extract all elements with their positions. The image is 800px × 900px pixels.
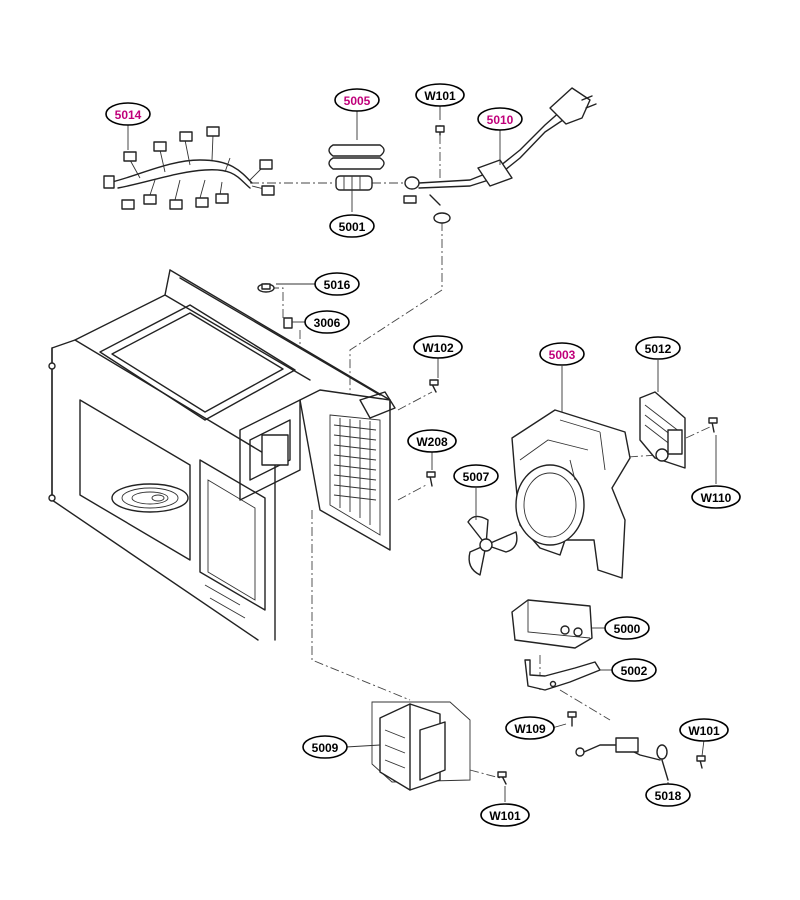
- part-label-oval: [334, 88, 380, 112]
- vent-grid: [333, 418, 377, 525]
- part-label-5003: 5003: [539, 342, 585, 366]
- part-label-5001: 5001: [329, 214, 375, 238]
- screws: [426, 379, 718, 785]
- part-label-oval: [679, 718, 729, 742]
- part-label-text: 5000: [614, 622, 641, 636]
- part-label-5009: 5009: [302, 735, 348, 759]
- part-label-text: 5012: [645, 342, 672, 356]
- part-label-oval: [304, 310, 350, 334]
- part-label-W208: W208: [407, 429, 457, 453]
- part-label-text: 5009: [312, 741, 339, 755]
- part-label-oval: [604, 616, 650, 640]
- part-label-3006: 3006: [304, 310, 350, 334]
- part-label-5012: 5012: [635, 336, 681, 360]
- part-label-W101-top: W101: [415, 83, 465, 107]
- part-label-oval: [480, 803, 530, 827]
- part-label-oval: [407, 429, 457, 453]
- part-label-text: 5018: [655, 789, 682, 803]
- transformer-5009: [371, 701, 471, 791]
- part-label-5000: 5000: [604, 616, 650, 640]
- fan-bracket-5003: [511, 409, 631, 579]
- assembly-lines: [250, 135, 713, 779]
- part-label-oval: [539, 342, 585, 366]
- part-label-5005: 5005: [334, 88, 380, 112]
- part-label-oval: [302, 735, 348, 759]
- part-label-oval: [691, 485, 741, 509]
- fan-blade-5007: [467, 515, 518, 576]
- part-label-W101-bottom: W101: [480, 803, 530, 827]
- power-cord-5010: [403, 87, 597, 224]
- motor-5012: [639, 391, 686, 469]
- bracket-5002: [524, 659, 601, 691]
- part-label-oval: [477, 107, 523, 131]
- part-label-oval: [453, 464, 499, 488]
- part-label-text: 5016: [324, 278, 351, 292]
- part-label-5007: 5007: [453, 464, 499, 488]
- main-cabinet: [48, 269, 396, 641]
- part-label-text: 3006: [314, 316, 341, 330]
- part-label-text: W109: [514, 722, 546, 736]
- part-label-5014: 5014: [105, 102, 151, 126]
- wire-harness-5014: [103, 126, 275, 210]
- part-label-oval: [645, 783, 691, 807]
- part-label-W101-right: W101: [679, 718, 729, 742]
- part-label-text: 5001: [339, 220, 366, 234]
- part-label-5010: 5010: [477, 107, 523, 131]
- part-label-text: W101: [489, 809, 521, 823]
- part-label-text: 5014: [115, 108, 142, 122]
- part-label-oval: [635, 336, 681, 360]
- capacitor-5000: [511, 599, 593, 649]
- part-label-W110: W110: [691, 485, 741, 509]
- part-label-text: W101: [688, 724, 720, 738]
- harness-5018: [575, 737, 669, 781]
- part-label-oval: [105, 102, 151, 126]
- part-label-oval: [611, 658, 657, 682]
- part-label-text: 5007: [463, 470, 490, 484]
- part-label-5018: 5018: [645, 783, 691, 807]
- part-label-W102: W102: [413, 335, 463, 359]
- part-label-text: W208: [416, 435, 448, 449]
- part-label-oval: [415, 83, 465, 107]
- part-label-text: W101: [424, 89, 456, 103]
- part-label-oval: [505, 716, 555, 740]
- part-label-oval: [314, 272, 360, 296]
- part-label-W109: W109: [505, 716, 555, 740]
- part-label-oval: [413, 335, 463, 359]
- part-label-oval: [329, 214, 375, 238]
- part-label-text: W102: [422, 341, 454, 355]
- label-leaders: [127, 104, 717, 802]
- part-label-5002: 5002: [611, 658, 657, 682]
- part-5005-5001: [328, 144, 385, 191]
- part-label-text: W110: [701, 491, 732, 505]
- part-label-text: 5005: [344, 94, 371, 108]
- part-label-text: 5003: [549, 348, 576, 362]
- part-label-text: 5010: [487, 113, 514, 127]
- part-label-text: 5002: [621, 664, 648, 678]
- part-label-5016: 5016: [314, 272, 360, 296]
- part-5016-3006: [257, 283, 293, 329]
